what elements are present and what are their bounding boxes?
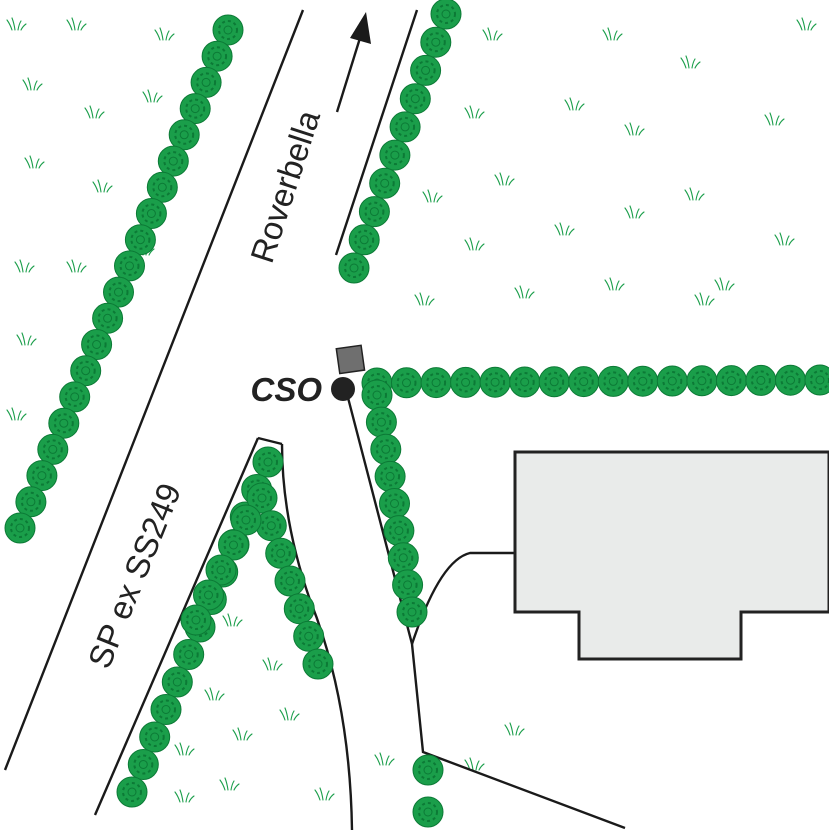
side-road-left-edge	[93, 437, 260, 816]
shrub-icon	[252, 446, 284, 478]
shrub-icon	[274, 565, 306, 597]
shrub-icon	[302, 648, 334, 680]
shrub-icon	[378, 487, 411, 520]
shrub-icon	[180, 604, 212, 636]
shrub-icon	[374, 460, 407, 493]
shrub-icon	[382, 514, 415, 547]
shrub-icon	[161, 666, 194, 698]
building	[513, 450, 829, 661]
shrub-icon	[567, 365, 600, 398]
shrub-icon	[369, 433, 402, 466]
shrub-icon	[774, 364, 807, 397]
shrub-icon	[365, 406, 398, 439]
shrub-icon	[412, 796, 444, 828]
shrub-icon	[361, 379, 393, 411]
shrub-icon	[135, 197, 168, 230]
shrub-icon	[338, 252, 370, 284]
shrub-icon	[157, 145, 190, 178]
shrub-icon	[387, 541, 420, 574]
shrub-icon	[430, 0, 462, 30]
cso-label: CSO	[250, 371, 322, 408]
shrub-icon	[368, 167, 401, 200]
ditch-line	[344, 389, 626, 830]
shrub-icon	[409, 54, 442, 87]
shrub-icon	[264, 537, 297, 570]
shrub-icon	[80, 328, 113, 361]
shrub-icon	[168, 118, 201, 151]
shrub-icon	[127, 748, 160, 781]
road-lines	[3, 9, 626, 830]
side-road-top-cap	[257, 436, 283, 446]
shrub-icon	[358, 195, 391, 228]
outfall-marker-icon	[331, 377, 355, 401]
shrub-icon	[201, 40, 234, 73]
shrub-icon	[508, 366, 541, 398]
shrub-icon	[412, 754, 444, 786]
sp-ex-ss249-right-edge	[334, 9, 419, 256]
shrub-icon	[449, 366, 482, 399]
shrub-icon	[538, 365, 571, 398]
shrub-icon	[348, 223, 381, 256]
shrub-icon	[396, 596, 428, 628]
shrub-icon	[146, 171, 179, 204]
shrub-icon	[116, 776, 148, 808]
shrub-icon	[389, 110, 422, 143]
shrub-icon	[715, 364, 748, 397]
shrub-icon	[47, 407, 80, 440]
shrub-icon	[25, 459, 58, 492]
shrub-icon	[391, 568, 424, 601]
shrub-icon	[14, 485, 47, 518]
shrub-icon	[626, 365, 659, 398]
shrub-icon	[212, 14, 244, 46]
shrub-icon	[390, 366, 423, 399]
shrub-icon	[150, 693, 182, 726]
shrub-icon	[255, 509, 288, 542]
direction-arrow-icon	[335, 12, 371, 113]
shrub-icon	[804, 364, 829, 396]
shrub-icon	[744, 364, 777, 397]
outfall-box-icon	[335, 344, 366, 375]
shrub-icon	[597, 365, 630, 398]
shrub-icon	[172, 638, 205, 671]
shrub-icon	[420, 366, 453, 399]
shrub-icon	[685, 364, 718, 397]
shrub-icon	[58, 380, 91, 413]
shrub-icon	[138, 721, 171, 753]
shrub-icon	[124, 223, 157, 256]
shrub-icon	[283, 592, 316, 625]
shrub-icon	[113, 249, 146, 282]
shrub-icon	[419, 26, 452, 59]
shrub-icon	[479, 366, 512, 399]
shrub-icon	[656, 365, 689, 397]
sp-ex-ss249-left-edge	[3, 9, 305, 771]
shrub-icon	[190, 66, 223, 99]
shrub-icon	[69, 354, 102, 387]
shrub-icon	[179, 92, 212, 125]
shrub-icon	[378, 139, 411, 172]
shrub-icon	[91, 302, 124, 335]
cso-marker	[331, 344, 366, 401]
shrub-icon	[36, 433, 69, 466]
shrub-icon	[102, 276, 135, 309]
shrub-icon	[292, 620, 325, 653]
shrub-icon	[4, 512, 36, 544]
shrub-icon	[399, 82, 432, 115]
